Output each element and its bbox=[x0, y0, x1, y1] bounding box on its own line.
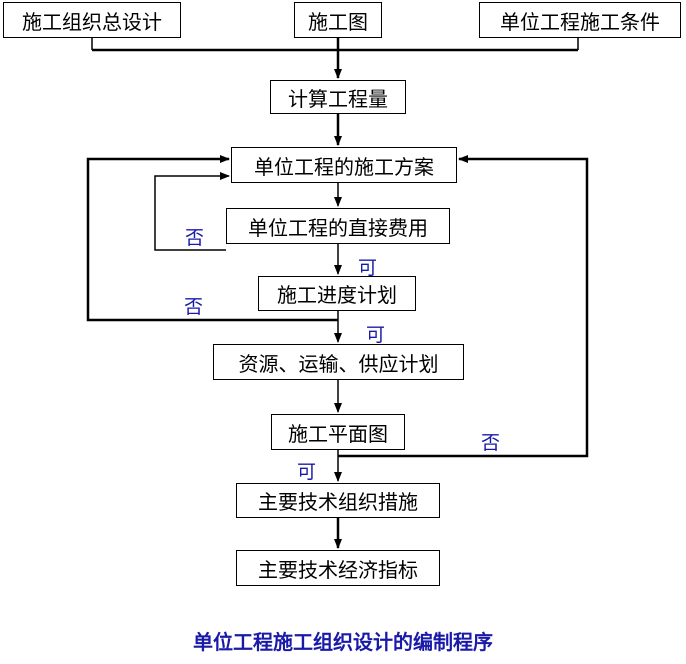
feedback-direct-cost-to-plan bbox=[154, 172, 230, 251]
node-site-plan: 施工平面图 bbox=[271, 414, 405, 450]
node-direct-cost: 单位工程的直接费用 bbox=[226, 208, 450, 244]
node-resources: 资源、运输、供应计划 bbox=[213, 344, 464, 380]
label-yes-schedule: 可 bbox=[366, 324, 386, 346]
feedback-schedule-to-plan bbox=[86, 155, 338, 322]
label-no-direct-cost: 否 bbox=[185, 227, 205, 249]
label-yes-direct-cost: 可 bbox=[358, 257, 378, 279]
label-no-schedule: 否 bbox=[184, 296, 204, 318]
node-measures: 主要技术组织措施 bbox=[236, 483, 440, 518]
node-schedule: 施工进度计划 bbox=[258, 276, 416, 311]
node-drawings: 施工图 bbox=[294, 2, 382, 38]
node-quantities: 计算工程量 bbox=[270, 80, 406, 114]
node-conditions: 单位工程施工条件 bbox=[479, 2, 681, 38]
node-plan: 单位工程的施工方案 bbox=[231, 147, 457, 183]
node-indicators: 主要技术经济指标 bbox=[236, 550, 440, 586]
node-org-design: 施工组织总设计 bbox=[3, 2, 181, 38]
label-yes-site-plan: 可 bbox=[297, 461, 317, 483]
diagram-caption: 单位工程施工组织设计的编制程序 bbox=[193, 630, 493, 654]
feedback-site-plan-to-plan bbox=[338, 155, 589, 458]
label-no-site-plan: 否 bbox=[481, 432, 501, 454]
